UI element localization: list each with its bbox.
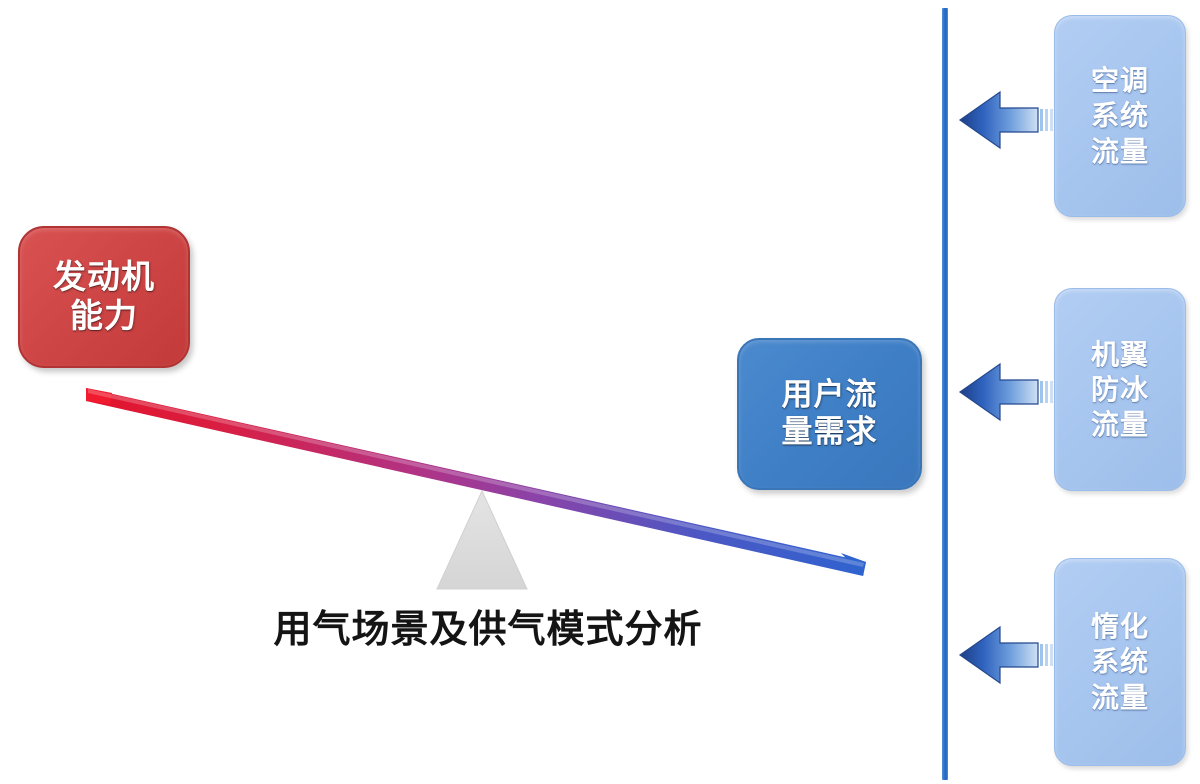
consumer-box-air-conditioning-line3: 流量	[1090, 135, 1149, 167]
engine-capability-box[interactable]: 发动机 能力	[18, 226, 190, 368]
arrow-left-icon-3	[958, 625, 1053, 685]
user-flow-demand-line2: 量需求	[781, 414, 878, 449]
engine-capability-line2: 能力	[70, 297, 138, 334]
user-flow-demand-box[interactable]: 用户流 量需求	[737, 338, 922, 490]
consumer-box-wing-anti-ice-line1: 机翼	[1090, 338, 1149, 370]
consumer-box-inerting-system-line3: 流量	[1090, 681, 1149, 713]
consumer-box-inerting-system[interactable]: 惰化 系统 流量	[1054, 558, 1186, 766]
consumer-box-inerting-system-line1: 惰化	[1090, 611, 1149, 643]
consumer-box-inerting-system-line2: 系统	[1090, 646, 1149, 678]
diagram-caption: 用气场景及供气模式分析	[273, 609, 703, 651]
consumer-box-air-conditioning-line2: 系统	[1090, 100, 1149, 132]
arrow-left-icon-1	[958, 90, 1053, 150]
consumer-box-wing-anti-ice[interactable]: 机翼 防冰 流量	[1054, 288, 1186, 491]
consumer-box-air-conditioning[interactable]: 空调 系统 流量	[1054, 15, 1186, 217]
consumer-box-air-conditioning-line1: 空调	[1090, 65, 1149, 97]
vertical-divider-line	[942, 8, 948, 780]
consumer-box-wing-anti-ice-line2: 防冰	[1090, 373, 1149, 405]
engine-capability-line1: 发动机	[53, 258, 155, 296]
arrow-left-icon-2	[958, 362, 1053, 422]
consumer-box-wing-anti-ice-line3: 流量	[1090, 409, 1149, 441]
user-flow-demand-line1: 用户流	[781, 377, 878, 413]
fulcrum-triangle	[436, 489, 528, 590]
